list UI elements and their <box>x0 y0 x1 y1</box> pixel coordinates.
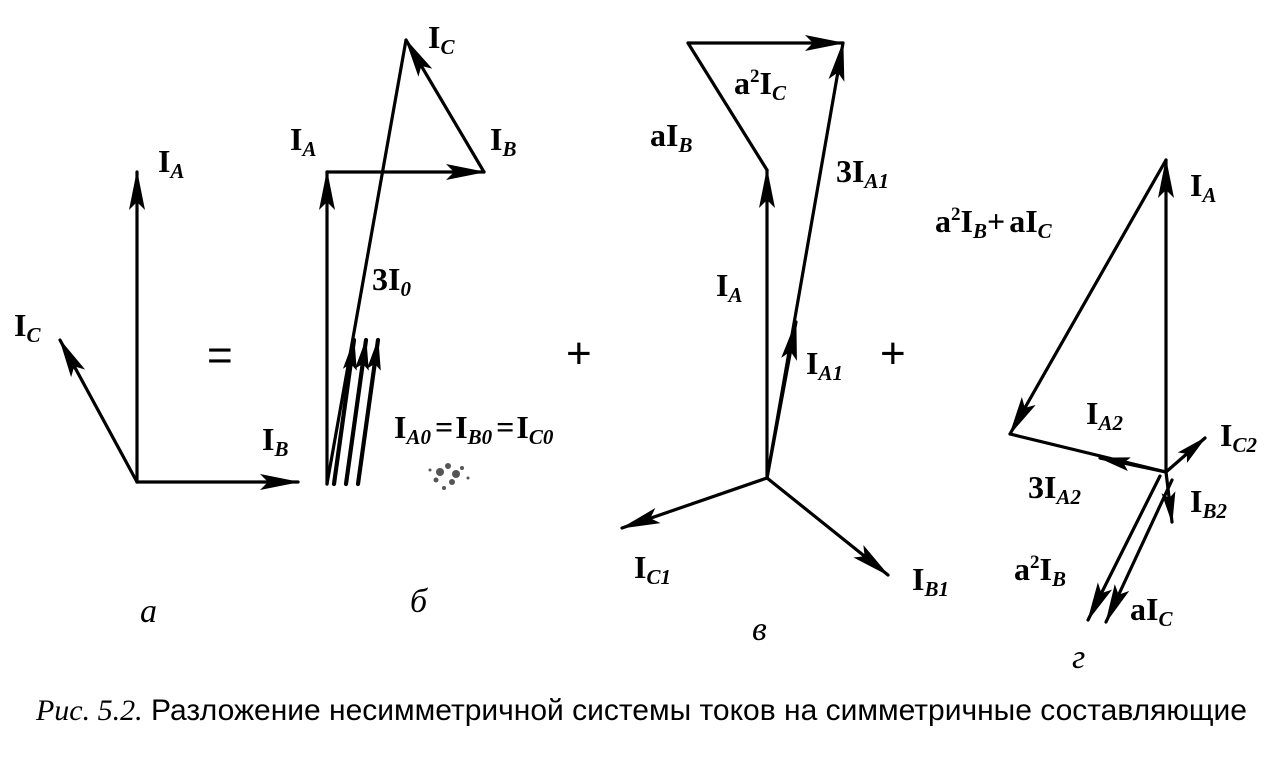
vector-3i0 <box>325 38 408 486</box>
label-ia1: IA1 <box>806 345 843 385</box>
vector-ic <box>404 38 486 174</box>
vector-ia1 <box>765 320 798 480</box>
label-ic: IC <box>14 307 41 347</box>
vector-aic <box>1104 478 1174 624</box>
panel-letter-b: б <box>410 583 429 620</box>
label-3ia2: 3IA2 <box>1028 469 1081 509</box>
vector-ic1 <box>620 476 769 530</box>
caption-number: Рис. 5.2. <box>35 694 143 727</box>
label-ia: IA <box>290 121 316 161</box>
equality-i0: IA0=IB0=IC0 <box>394 409 554 449</box>
label-3ia1: 3IA1 <box>836 153 889 193</box>
label-aic: aIC <box>1130 591 1173 631</box>
vector-ic0 <box>355 337 381 487</box>
equals-sign: = <box>207 331 233 380</box>
vector-ia2 <box>1098 456 1168 474</box>
panel-v: aIB a2IC 3IA1 IA IA1 IC1 IB1 + в <box>620 35 949 648</box>
label-ib1: IB1 <box>912 561 949 601</box>
label-ia: IA <box>1190 167 1216 207</box>
label-ic: IC <box>428 19 455 59</box>
figure-caption: Рис. 5.2. Разложение несимметричной сист… <box>0 694 1283 728</box>
label-ib: IB <box>490 121 516 161</box>
label-a2ib-plus-aic: a2IB+aIC <box>935 203 1053 243</box>
label-ia2: IA2 <box>1086 395 1123 435</box>
label-aib: aIB <box>650 117 692 157</box>
label-ia: IA <box>158 143 184 183</box>
panel-a: IA IB IC = а <box>14 143 300 630</box>
vector-a2ib-plus-aic <box>1008 158 1168 436</box>
vector-aib <box>686 41 769 172</box>
panel-b: IA IB IC 3I0 IA0=IB0=IC0 + б <box>290 19 592 620</box>
vector-ib1 <box>765 476 890 577</box>
plus-sign-2: + <box>880 329 906 378</box>
panel-letter-v: в <box>752 611 767 648</box>
label-a2ic: a2IC <box>734 65 787 105</box>
vector-ic2 <box>1164 436 1207 474</box>
label-a2ib: a2IB <box>1014 551 1066 591</box>
label-ib: IB <box>262 421 288 461</box>
label-3i0: 3I0 <box>372 261 411 301</box>
label-ic1: IC1 <box>634 549 671 589</box>
vector-ib2 <box>1161 470 1176 524</box>
vector-ic <box>58 338 139 484</box>
vector-a2ib <box>1086 474 1162 622</box>
panel-letter-a: а <box>140 593 157 630</box>
scan-smudge <box>428 463 470 490</box>
panel-g: a2IB+aIC IA IA2 IC2 3IA2 IB2 a2IB aIC г <box>935 158 1257 676</box>
panel-letter-g: г <box>1072 639 1085 676</box>
plus-sign-1: + <box>566 329 592 378</box>
caption-text: Разложение несимметричной системы токов … <box>150 694 1247 727</box>
label-ia: IA <box>716 267 742 307</box>
label-ic2: IC2 <box>1220 417 1257 457</box>
vector-ia0 <box>331 337 357 487</box>
label-ib2: IB2 <box>1190 483 1227 523</box>
vector-ib0 <box>343 337 369 487</box>
